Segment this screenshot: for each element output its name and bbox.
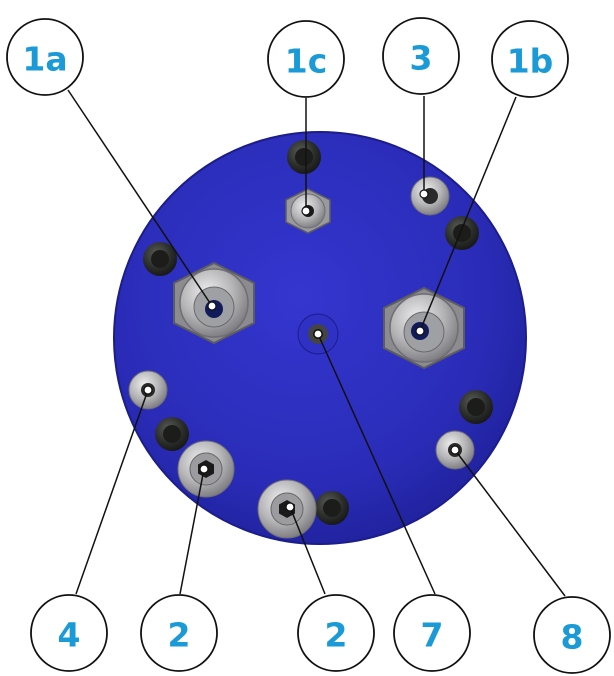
screw-bottom <box>315 491 349 525</box>
screw-right <box>459 390 493 424</box>
port-1b-fitting <box>383 286 465 370</box>
pointer-1b <box>415 326 425 336</box>
leader-2-bottom <box>289 506 326 595</box>
callout-2a-label: 2 <box>168 616 191 655</box>
callout-1b-circle <box>491 20 569 98</box>
callout-8-circle <box>533 596 611 674</box>
screw-upper-right <box>445 216 479 250</box>
callout-2a-circle <box>140 594 218 672</box>
pointer-1a <box>207 301 217 311</box>
pointer-2-left <box>199 464 209 474</box>
callout-7-circle <box>393 594 471 672</box>
callout-4-label: 4 <box>58 616 81 655</box>
pointer-2-bottom <box>285 502 295 512</box>
callout-2b-label: 2 <box>325 616 348 655</box>
callout-3-label: 3 <box>410 39 433 78</box>
screw-lower-left <box>155 417 189 451</box>
pointer-7 <box>313 329 323 339</box>
screw-left <box>143 242 177 276</box>
callout-1a-circle <box>6 18 84 96</box>
callout-1b-label: 1b <box>507 42 554 81</box>
callout-1c-circle <box>267 20 345 98</box>
pointer-4 <box>143 385 153 395</box>
callout-4-circle <box>30 594 108 672</box>
pointer-1c <box>301 206 311 216</box>
screw-top <box>287 140 321 174</box>
leader-1a <box>67 89 213 307</box>
callout-1c-label: 1c <box>285 42 328 81</box>
leader-4 <box>75 389 149 595</box>
pointer-3 <box>419 189 429 199</box>
port-3 <box>410 176 450 216</box>
callout-8-label: 8 <box>561 618 584 657</box>
leader-1b <box>419 96 517 332</box>
callout-3-circle <box>382 17 460 95</box>
callout-7-label: 7 <box>421 616 444 655</box>
callout-2b-circle <box>297 594 375 672</box>
leader-8 <box>454 449 566 597</box>
callout-1a-label: 1a <box>22 40 67 79</box>
leader-2-left <box>179 468 205 595</box>
pointer-8 <box>450 445 460 455</box>
leader-7 <box>317 333 436 595</box>
